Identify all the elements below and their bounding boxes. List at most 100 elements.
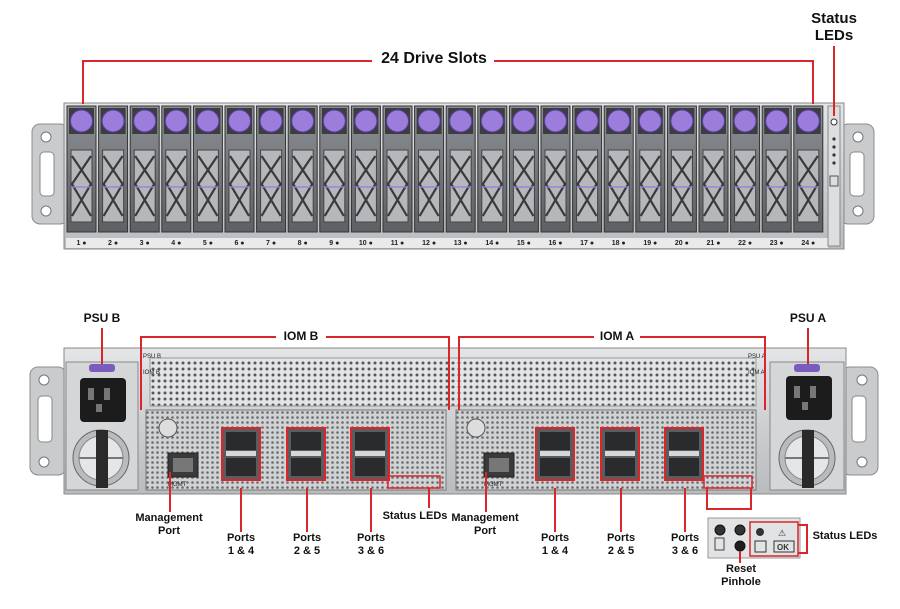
ports-b1-label: Ports 1 & 4: [226, 532, 256, 557]
qsfp-port-pair[interactable]: [221, 427, 261, 481]
drive-slot[interactable]: [540, 105, 571, 233]
front-drive-callout-left-drop: [82, 60, 84, 104]
drive-slot[interactable]: [350, 105, 381, 233]
ports-a3-label: Ports 3 & 6: [670, 532, 700, 557]
status-a-callout-h1: [798, 524, 808, 526]
iom-a-status-led-box: [703, 475, 753, 489]
drive-slot[interactable]: [761, 105, 792, 233]
psu-b-callout: [101, 328, 103, 364]
rear-psu-b-tag: PSU B: [143, 354, 161, 360]
front-status-leds-label: Status LEDs: [811, 10, 857, 45]
status-leds-a-label: Status LEDs: [812, 530, 878, 542]
drive-slot[interactable]: [698, 105, 729, 233]
ports-b2-label: Ports 2 & 5: [292, 532, 322, 557]
iom-a-bracket-left: [458, 336, 460, 410]
drive-slot[interactable]: [287, 105, 318, 233]
psu-b-label: PSU B: [83, 311, 121, 325]
drive-slot[interactable]: [66, 105, 97, 233]
ports-a3-callout: [684, 488, 686, 532]
status-a-callout-h2: [798, 552, 808, 554]
psu-a-label: PSU A: [789, 311, 827, 325]
reset-pinhole-label: Reset Pinhole: [721, 563, 761, 588]
front-drive-callout-right-drop: [812, 60, 814, 104]
drive-slot[interactable]: [161, 105, 192, 233]
ports-a2-callout: [620, 488, 622, 532]
rear-iom-a-tag: IOM A: [748, 370, 765, 376]
rear-vent-strip: [149, 357, 757, 407]
iom-b-bracket-top-r: [326, 336, 450, 338]
drive-slot[interactable]: [730, 105, 761, 233]
drive-slot-number: 14 ●: [485, 240, 499, 247]
drive-slot[interactable]: [129, 105, 160, 233]
svg-text:⚠: ⚠: [778, 528, 786, 538]
iom-b-bracket-left: [140, 336, 142, 410]
inset-ok-label: OK: [777, 543, 789, 552]
reset-pinhole-icon[interactable]: [734, 540, 746, 552]
drive-slot-number: 17 ●: [580, 240, 594, 247]
drive-slot[interactable]: [635, 105, 666, 233]
drive-slot[interactable]: [256, 105, 287, 233]
mgmt-a-callout: [485, 472, 487, 512]
iom-a-label: IOM A: [599, 329, 635, 343]
mgmt-b-label: Management Port: [135, 512, 203, 537]
rear-rack-ear-left: [29, 366, 67, 476]
drive-slot[interactable]: [572, 105, 603, 233]
iom-b-bracket-right: [448, 336, 450, 410]
drive-slot[interactable]: [508, 105, 539, 233]
drive-slot-number: 21 ●: [707, 240, 721, 247]
drive-slot[interactable]: [477, 105, 508, 233]
drive-slot[interactable]: [224, 105, 255, 233]
ports-a1-callout: [554, 488, 556, 532]
drive-slot-number: 22 ●: [738, 240, 752, 247]
iom-a-bracket-right: [764, 336, 766, 410]
psu-b-module: [65, 361, 139, 491]
drive-slot-number-row: 1 ●2 ●3 ●4 ●5 ●6 ●7 ●8 ●9 ●10 ●11 ●12 ●1…: [76, 240, 815, 247]
drive-slot-number: 4 ●: [171, 240, 181, 247]
iom-a-bracket-top-r: [640, 336, 766, 338]
ports-b3-callout: [370, 488, 372, 532]
drive-slots-label: 24 Drive Slots: [381, 50, 487, 67]
qsfp-port-cages: [221, 427, 704, 481]
drive-slot[interactable]: [319, 105, 350, 233]
ports-b3-label: Ports 3 & 6: [356, 532, 386, 557]
iom-b-label: IOM B: [283, 329, 319, 343]
drive-slot-number: 8 ●: [298, 240, 308, 247]
drive-slot[interactable]: [445, 105, 476, 233]
rear-psu-a-tag: PSU A: [748, 354, 766, 360]
drive-slot[interactable]: [192, 105, 223, 233]
psu-a-module: [769, 361, 845, 491]
drive-slot[interactable]: [666, 105, 697, 233]
reset-callout: [739, 551, 741, 563]
drive-slot-number: 18 ●: [612, 240, 626, 247]
qsfp-port-pair[interactable]: [535, 427, 575, 481]
qsfp-port-pair[interactable]: [350, 427, 390, 481]
status-a-callout-v: [806, 524, 808, 554]
drive-slot[interactable]: [793, 105, 824, 233]
qsfp-port-pair[interactable]: [664, 427, 704, 481]
ports-b1-callout: [240, 488, 242, 532]
drive-slot-number: 10 ●: [359, 240, 373, 247]
psu-a-callout: [807, 328, 809, 364]
drive-slot-number: 11 ●: [391, 240, 405, 247]
drive-slot[interactable]: [603, 105, 634, 233]
drive-slot-number: 1 ●: [76, 240, 86, 247]
drive-slot-number: 19 ●: [643, 240, 657, 247]
mgmt-b-callout: [169, 472, 171, 512]
iom-b-bracket-top-l: [140, 336, 276, 338]
status-a-zoom-r: [750, 488, 752, 510]
drive-slot[interactable]: [414, 105, 445, 233]
mgmt-tag-a: MGMT: [484, 482, 503, 488]
qsfp-port-pair[interactable]: [600, 427, 640, 481]
drive-slot[interactable]: [382, 105, 413, 233]
status-b-callout: [428, 488, 430, 508]
drive-slot[interactable]: [98, 105, 129, 233]
mgmt-tag-b: MGMT: [168, 482, 187, 488]
status-a-zoom-l: [706, 488, 708, 510]
status-leds-b-label: Status LEDs: [382, 510, 448, 522]
drive-slot-number: 24 ●: [801, 240, 815, 247]
qsfp-port-pair[interactable]: [286, 427, 326, 481]
drive-slot-number: 12 ●: [422, 240, 436, 247]
drive-slot-number: 7 ●: [266, 240, 276, 247]
drive-slot-number: 13 ●: [454, 240, 468, 247]
